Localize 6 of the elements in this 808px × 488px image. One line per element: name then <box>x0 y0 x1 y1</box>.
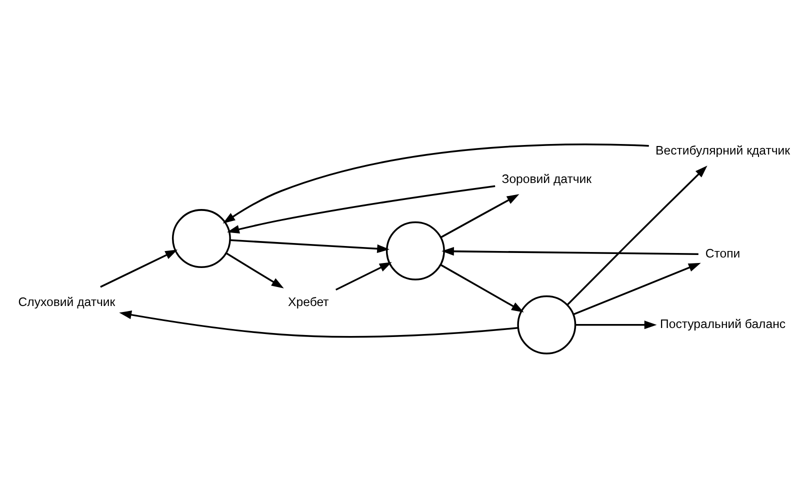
node-text: Хребет <box>288 294 329 309</box>
node-text: Зоровий датчик <box>502 171 592 186</box>
node-text: Вестибулярний кдатчик <box>656 143 790 158</box>
node-text: Постуральний баланс <box>660 316 786 331</box>
node-text: Стопи <box>705 246 740 260</box>
node-text: Слуховий датчик <box>18 294 116 309</box>
